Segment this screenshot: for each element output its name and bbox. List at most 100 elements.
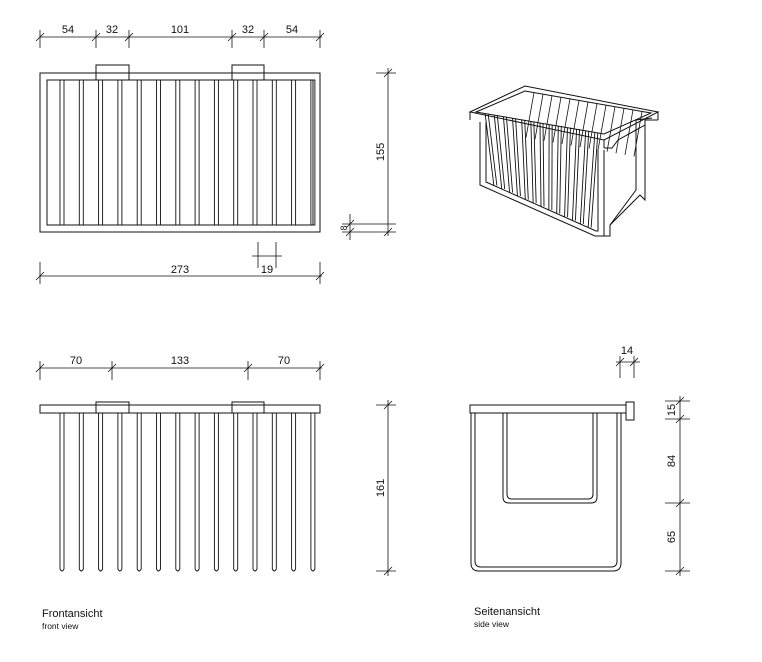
wire-bar xyxy=(310,79,316,226)
isometric-view xyxy=(468,85,660,237)
wire-bar xyxy=(136,413,142,572)
wire-bar xyxy=(194,79,200,226)
dim-label: 273 xyxy=(171,264,189,276)
side-view-caption: Seitenansicht xyxy=(474,606,540,618)
dim-label: 155 xyxy=(375,143,387,161)
wire-bar xyxy=(271,79,277,226)
iso-side-frame-inner xyxy=(609,117,653,226)
wire-bar xyxy=(310,413,316,572)
wire-bar xyxy=(271,413,277,572)
iso-back-bar xyxy=(606,106,616,152)
wire-bar xyxy=(175,79,181,226)
iso-wire-bar xyxy=(590,132,599,228)
wire-bar xyxy=(194,413,200,572)
wire-bar xyxy=(175,413,181,572)
side-view-depth-dimension: 14 xyxy=(615,345,640,378)
iso-wire-bar xyxy=(556,126,559,214)
iso-side-frame xyxy=(604,119,658,237)
iso-wire-bar xyxy=(515,118,521,197)
iso-back-bar xyxy=(633,111,643,157)
dim-label: 84 xyxy=(666,455,678,467)
top-view-total-width-dimension: 273 xyxy=(35,262,325,284)
iso-back-bar xyxy=(588,103,598,149)
side-view-outer-frame-inner xyxy=(474,413,618,568)
iso-back-bar xyxy=(579,101,589,148)
dim-label: 161 xyxy=(375,479,387,497)
dim-label: 14 xyxy=(621,345,633,357)
iso-wire-bar xyxy=(530,121,534,204)
wire-bar xyxy=(59,413,65,572)
side-view-outer-frame xyxy=(470,413,622,572)
top-view-width-dimensions: 54 32 101 32 54 xyxy=(35,24,325,48)
side-view: 14 15 84 65 xyxy=(469,345,690,576)
wire-bar xyxy=(213,413,219,572)
top-view-bar-dimension: 19 xyxy=(252,242,282,276)
dim-label: 54 xyxy=(62,24,74,36)
iso-wire-bar xyxy=(567,127,571,218)
iso-back-bar xyxy=(597,105,607,151)
iso-wire-bar xyxy=(587,132,596,228)
wire-bar xyxy=(156,79,161,226)
top-view: 54 32 101 32 54 155 8 xyxy=(35,24,396,284)
side-view-inner-frame xyxy=(502,413,598,504)
wire-bar xyxy=(291,413,297,572)
wire-bar xyxy=(78,413,84,572)
dim-label: 8 xyxy=(339,225,349,230)
side-view-inner-frame-inner xyxy=(506,413,594,500)
front-bracket-right xyxy=(231,401,265,414)
iso-wire-bar xyxy=(484,113,495,186)
side-view-wall-bracket xyxy=(625,401,635,421)
iso-front-frame-inner xyxy=(485,122,599,232)
side-view-height-dimensions: 15 84 65 xyxy=(665,396,690,576)
wire-bar xyxy=(291,79,297,226)
front-view-bars xyxy=(59,413,316,572)
side-view-caption-en: side view xyxy=(474,619,510,629)
front-view-height-dimension: 161 xyxy=(375,400,396,576)
iso-wire-bar xyxy=(574,129,581,221)
wire-bar xyxy=(156,413,161,572)
front-view-top-rail xyxy=(39,404,321,414)
iso-front-frame xyxy=(479,122,605,237)
iso-back-bar xyxy=(561,98,571,144)
wire-bar xyxy=(98,413,104,572)
wall-bracket-right xyxy=(231,64,265,81)
front-view: 70 133 70 161 xyxy=(35,355,396,576)
iso-back-bar xyxy=(570,100,580,146)
wire-bar xyxy=(233,413,239,572)
iso-wire-bar xyxy=(539,122,542,207)
wall-bracket-left xyxy=(95,64,130,81)
dim-label: 101 xyxy=(171,24,189,36)
iso-back-bar xyxy=(534,94,544,140)
wire-bar xyxy=(117,79,123,226)
wire-bar xyxy=(136,79,142,226)
dim-label: 32 xyxy=(106,24,118,36)
iso-wire-bar xyxy=(493,115,503,190)
iso-wire-bar xyxy=(487,113,498,186)
dim-label: 70 xyxy=(278,355,290,367)
iso-back-bar xyxy=(615,108,625,154)
wire-bar xyxy=(78,79,84,226)
iso-wire-bar xyxy=(582,130,590,225)
iso-back-bar xyxy=(552,97,562,143)
front-bracket-left xyxy=(95,401,130,414)
dim-label: 15 xyxy=(666,404,678,416)
dim-label: 133 xyxy=(171,355,189,367)
iso-back-bar xyxy=(543,95,553,141)
side-view-top-rail xyxy=(469,404,627,414)
top-view-bars xyxy=(59,79,316,226)
top-view-height-dimension: 155 8 xyxy=(339,68,396,240)
iso-wire-bar xyxy=(502,116,511,193)
dim-label: 70 xyxy=(70,355,82,367)
iso-wire-bar xyxy=(559,126,562,214)
front-view-caption-en: front view xyxy=(42,621,79,631)
iso-wire-bar xyxy=(571,129,578,221)
front-view-width-dimensions: 70 133 70 xyxy=(35,355,325,380)
dim-label: 32 xyxy=(242,24,254,36)
iso-back-bar xyxy=(624,109,634,155)
iso-wire-bar xyxy=(564,127,568,218)
wire-bar xyxy=(98,79,104,226)
dim-label: 54 xyxy=(286,24,298,36)
iso-wire-bar xyxy=(496,115,506,190)
iso-wire-bar xyxy=(533,121,537,204)
